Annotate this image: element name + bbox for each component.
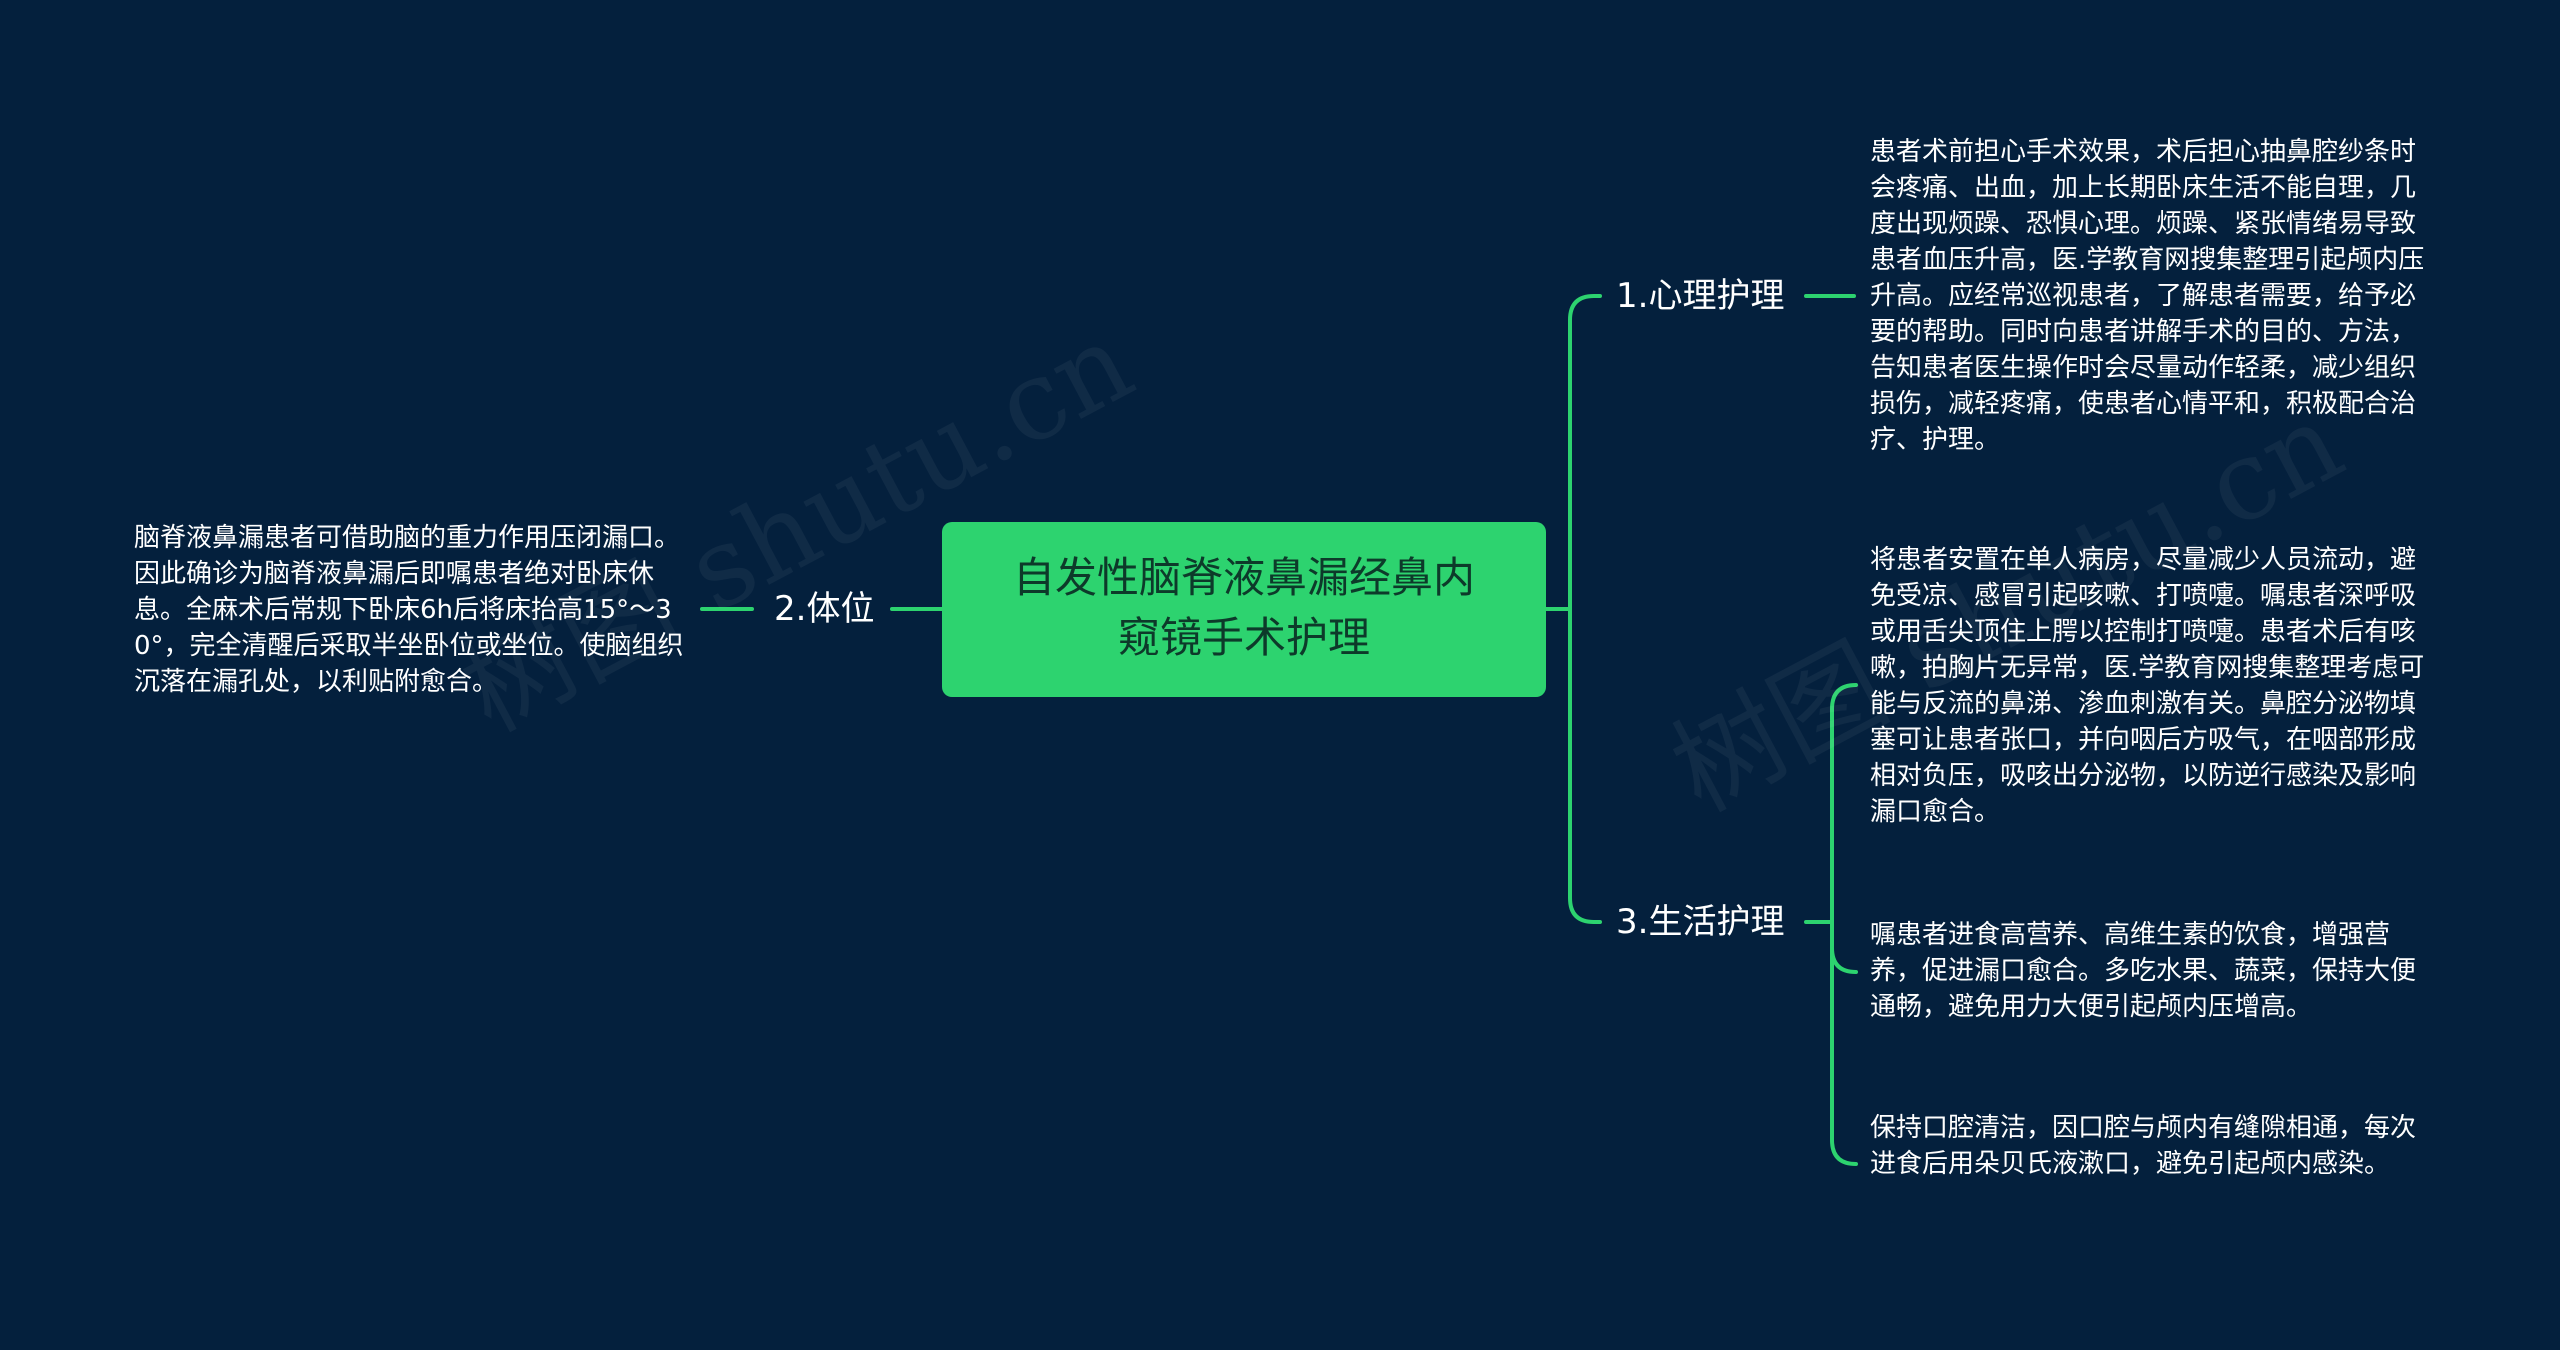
root-title-line2: 窥镜手术护理 bbox=[1117, 613, 1370, 662]
note-text: 嘱患者进食高营养、高维生素的饮食，增强营养，促进漏口愈合。多吃水果、蔬菜，保持大… bbox=[1870, 920, 2417, 1022]
connector-trunk-right bbox=[1568, 294, 1596, 924]
note-text: 保持口腔清洁，因口腔与颅内有缝隙相通，每次进食后用朵贝氏液漱口，避免引起颅内感染… bbox=[1870, 1113, 2417, 1179]
connector-life-note2 bbox=[1830, 946, 1858, 974]
note-text: 脑脊液鼻漏患者可借助脑的重力作用压闭漏口。因此确诊为脑脊液鼻漏后即嘱患者绝对卧床… bbox=[134, 523, 684, 697]
note-text: 将患者安置在单人病房，尽量减少人员流动，避免受凉、感冒引起咳嗽、打喷嚏。嘱患者深… bbox=[1870, 545, 2425, 827]
root-title-line1: 自发性脑脊液鼻漏经鼻内 bbox=[1012, 553, 1475, 602]
note-text: 患者术前担心手术效果，术后担心抽鼻腔纱条时会疼痛、出血，加上长期卧床生活不能自理… bbox=[1870, 137, 2425, 455]
note-posture[interactable]: 脑脊液鼻漏患者可借助脑的重力作用压闭漏口。因此确诊为脑脊液鼻漏后即嘱患者绝对卧床… bbox=[134, 520, 694, 700]
note-psychological-care[interactable]: 患者术前担心手术效果，术后担心抽鼻腔纱条时会疼痛、出血，加上长期卧床生活不能自理… bbox=[1870, 134, 2430, 458]
note-daily-care-3[interactable]: 保持口腔清洁，因口腔与颅内有缝隙相通，每次进食后用朵贝氏液漱口，避免引起颅内感染… bbox=[1870, 1110, 2430, 1182]
branch-label: 2.体位 bbox=[774, 589, 875, 629]
branch-posture[interactable]: 2.体位 bbox=[774, 589, 874, 629]
branch-label: 1.心理护理 bbox=[1616, 276, 1785, 316]
note-daily-care-2[interactable]: 嘱患者进食高营养、高维生素的饮食，增强营养，促进漏口愈合。多吃水果、蔬菜，保持大… bbox=[1870, 917, 2430, 1025]
branch-daily-care[interactable]: 3.生活护理 bbox=[1616, 902, 1784, 942]
branch-label: 3.生活护理 bbox=[1616, 902, 1785, 942]
note-daily-care-1[interactable]: 将患者安置在单人病房，尽量减少人员流动，避免受凉、感冒引起咳嗽、打喷嚏。嘱患者深… bbox=[1870, 542, 2430, 830]
connector-life-trunk bbox=[1830, 683, 1858, 1166]
branch-psychological-care[interactable]: 1.心理护理 bbox=[1616, 276, 1784, 316]
root-node[interactable]: 自发性脑脊液鼻漏经鼻内 窥镜手术护理 bbox=[942, 522, 1546, 697]
